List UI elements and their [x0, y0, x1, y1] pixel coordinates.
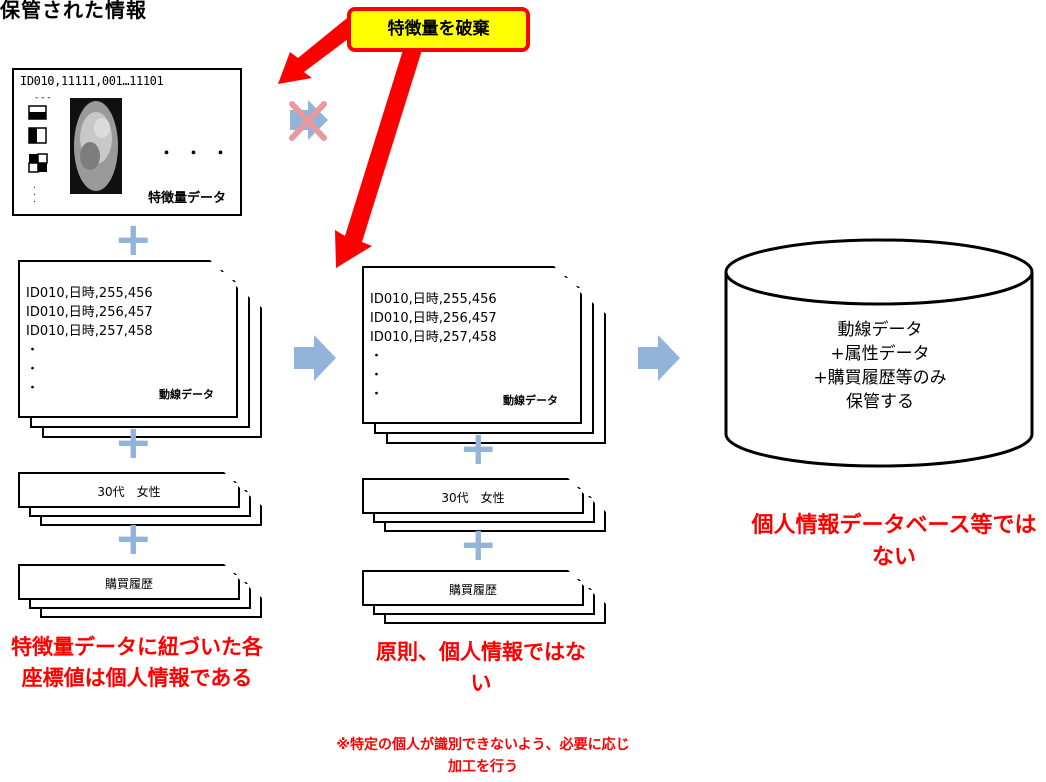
svg-text:- - -: - - -	[35, 93, 50, 103]
plus-icon: +	[114, 415, 153, 469]
attribute-label: 30代 女性	[97, 485, 161, 499]
svg-text:.: .	[33, 188, 36, 198]
svg-text:.: .	[33, 181, 36, 191]
feature-dots: ・・・	[159, 144, 241, 162]
purchase-history-label: 購買履歴	[104, 577, 153, 591]
flow-data-doc: ID010,日時,255,456 ID010,日時,256,457 ID010,…	[18, 260, 238, 418]
feature-id-line: ID010,11111,001…11101	[20, 74, 164, 88]
purchase-history-box: 購買履歴	[18, 564, 240, 600]
purchase-history-label: 購買履歴	[448, 583, 497, 597]
feature-data-label: 特徴量データ	[147, 191, 226, 206]
database-icon	[724, 238, 1034, 468]
attribute-label: 30代 女性	[441, 491, 505, 505]
right-arrow-icon	[638, 335, 680, 381]
page-title: 保管された情報	[0, 0, 147, 22]
left-caption: 特徴量データに紐づいた各座標値は個人情報である	[11, 635, 263, 690]
flow-data-lines: ID010,日時,255,456 ID010,日時,256,457 ID010,…	[370, 292, 497, 402]
blocked-arrow-icon	[289, 100, 328, 141]
attribute-box: 30代 女性	[18, 472, 240, 508]
discard-arrows	[278, 14, 422, 268]
discard-callout: 特徴量を破棄	[347, 7, 530, 52]
svg-text:.: .	[33, 195, 36, 205]
red-arrow-down	[335, 50, 422, 268]
purchase-history-box: 購買履歴	[362, 570, 584, 606]
database-caption: 個人情報データベース等ではない	[751, 513, 1037, 570]
plus-icon: +	[459, 517, 498, 571]
right-arrow-icon	[294, 335, 336, 381]
database-text: 動線データ +属性データ +購買履歴等のみ 保管する	[813, 320, 947, 412]
feature-code-icon: - - - . . .	[28, 93, 50, 205]
plus-icon: +	[459, 421, 498, 475]
flow-data-label: 動線データ	[503, 394, 558, 407]
middle-caption: 原則、個人情報ではない	[376, 640, 586, 695]
plus-icon: +	[114, 212, 153, 266]
plus-icon: +	[114, 511, 153, 565]
face-image	[70, 98, 122, 194]
flow-data-doc: ID010,日時,255,456 ID010,日時,256,457 ID010,…	[362, 266, 582, 424]
red-arrow-left	[278, 14, 360, 84]
feature-data-box: ID010,11111,001…11101 - - - . . . ・・・ 特徴…	[12, 68, 242, 216]
anonymization-note: ※特定の個人が識別できないよう、必要に応じ加工を行う	[336, 737, 630, 775]
flow-data-label: 動線データ	[159, 388, 214, 401]
flow-data-lines: ID010,日時,255,456 ID010,日時,256,457 ID010,…	[26, 286, 153, 396]
attribute-box: 30代 女性	[362, 478, 584, 514]
